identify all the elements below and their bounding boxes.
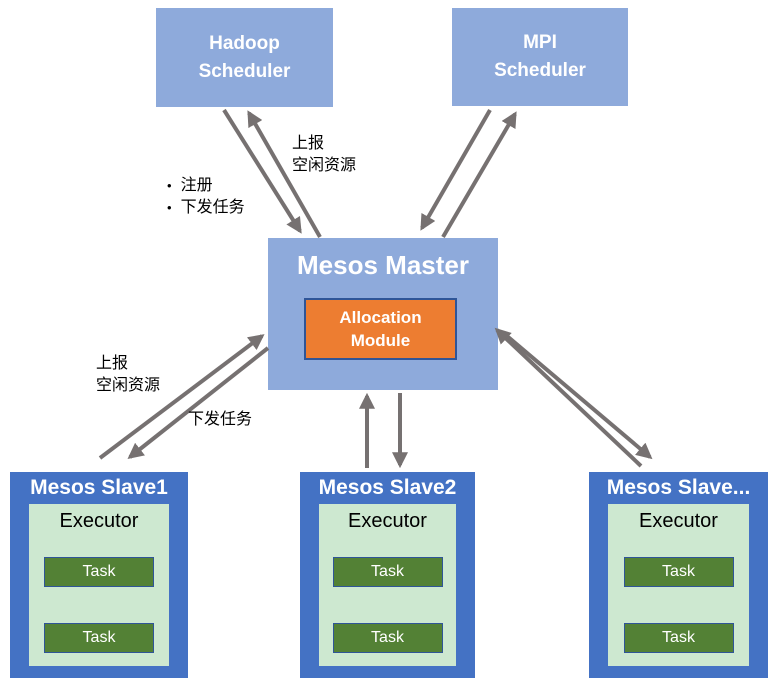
mesos-slave3-box: Mesos Slave... Executor Task Task	[589, 472, 768, 678]
hadoop-scheduler-label: Hadoop Scheduler	[198, 32, 291, 82]
slave2-task2-box: Task	[332, 623, 443, 653]
slave1-task1-box: Task	[44, 557, 154, 587]
allocation-module-box: Allocation Module	[304, 298, 457, 360]
mpi-scheduler-label: MPI Scheduler	[494, 32, 586, 81]
slave3-executor-label: Executor	[639, 510, 718, 532]
slave2-executor-label: Executor	[348, 510, 427, 532]
label-report-idle-resources-bottom: 上报 空闲资源	[96, 355, 161, 394]
bullet-item-dispatch-label: 下发任务	[180, 199, 245, 216]
bullet-icon: •	[167, 178, 172, 193]
slave3-executor-box: Executor Task Task	[608, 504, 749, 666]
mesos-master-box: Mesos Master Allocation Module	[268, 238, 498, 390]
mesos-slave1-title: Mesos Slave1	[30, 476, 168, 499]
arrow-master-to-mpi	[441, 111, 517, 239]
register-dispatch-bullet-list: • 注册 • 下发任务	[167, 175, 245, 219]
slave1-task2-box: Task	[44, 623, 154, 653]
mesos-slave2-box: Mesos Slave2 Executor Task Task	[300, 472, 475, 678]
slave3-task2-box: Task	[623, 623, 734, 653]
label-report-idle-resources-top: 上报 空闲资源	[292, 135, 357, 174]
arrow-mpi-to-master	[420, 109, 492, 231]
mpi-scheduler-box: MPI Scheduler	[452, 8, 628, 106]
hadoop-scheduler-box: Hadoop Scheduler	[156, 8, 333, 107]
label-dispatch-tasks-bottom: 下发任务	[188, 411, 253, 428]
slave1-executor-box: Executor Task Task	[29, 504, 169, 666]
slave3-task1-box: Task	[623, 557, 734, 587]
slave2-executor-box: Executor Task Task	[319, 504, 456, 666]
bullet-icon: •	[167, 200, 172, 215]
arrow-master-to-slave3	[505, 334, 653, 460]
mesos-master-title: Mesos Master	[297, 250, 469, 280]
mesos-slave2-title: Mesos Slave2	[318, 476, 457, 499]
arrow-slave3-to-master	[494, 327, 643, 468]
allocation-module-label: Allocation Module	[339, 308, 422, 350]
bullet-item-dispatch: • 下发任务	[167, 197, 245, 219]
mesos-slave3-title: Mesos Slave...	[606, 476, 751, 499]
bullet-item-register-label: 注册	[180, 177, 213, 194]
mesos-slave1-box: Mesos Slave1 Executor Task Task	[10, 472, 188, 678]
slave1-executor-label: Executor	[59, 510, 139, 532]
slave2-task1-box: Task	[332, 557, 443, 587]
bullet-item-register: • 注册	[167, 175, 245, 197]
